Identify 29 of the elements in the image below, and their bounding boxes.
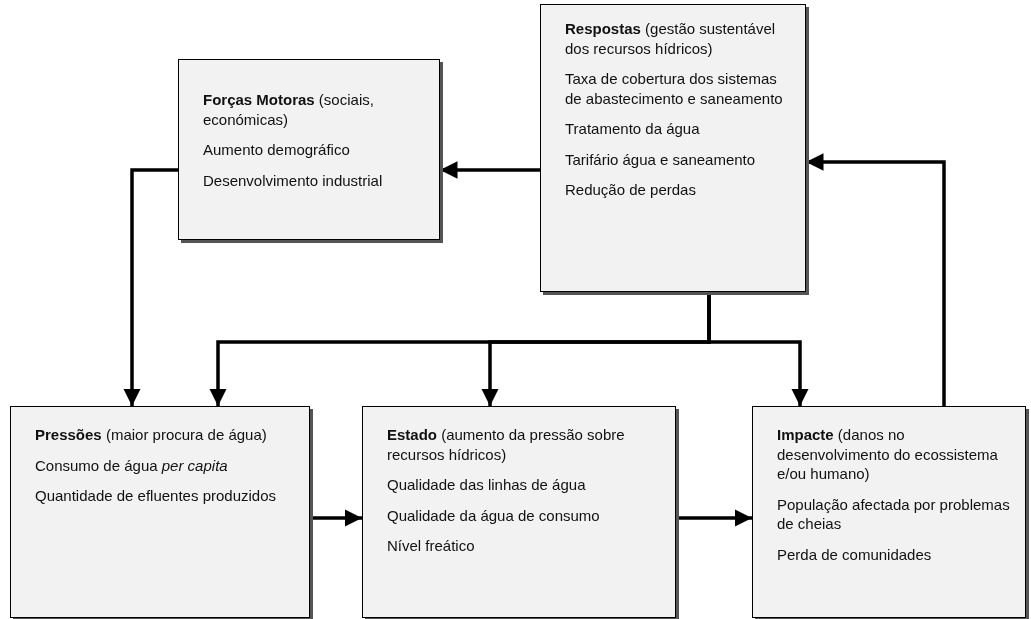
box-heading: Forças Motoras (sociais, económicas) (203, 90, 375, 129)
indicator-text: Tarifário água e saneamento (565, 149, 757, 169)
arrow (676, 509, 752, 527)
indicator-text: Quantidade de efluentes produzidos (35, 486, 277, 506)
box-heading: Estado (aumento da pressão sobre recursos hídricos) (387, 425, 626, 464)
arrow (440, 161, 540, 179)
arrow (806, 153, 946, 406)
indicator-text: Qualidade da água de consumo (387, 505, 601, 525)
indicator-text: Tratamento da água (565, 119, 701, 139)
arrow (123, 168, 178, 406)
arrow (310, 509, 362, 527)
indicator-text: População afectada por problemas de cheias (777, 494, 1011, 534)
indicator-text: Qualidade das linhas de água (387, 475, 587, 495)
indicator-text: Nível freático (387, 536, 476, 556)
text-box (362, 406, 676, 618)
indicator-text: Aumento demográfico (203, 140, 351, 160)
box-heading: Impacte (danos no desenvolvimento do ecossistema e/ou humano) (777, 425, 999, 484)
box-heading: Pressões (maior procura de água) (35, 425, 268, 445)
box-heading: Respostas (gestão sustentável dos recursos hídricos) (565, 19, 777, 58)
indicator-text: Redução de perdas (565, 180, 697, 200)
text-box (540, 4, 806, 292)
text-box (178, 59, 440, 240)
text-box (752, 406, 1026, 618)
indicator-text: Consumo de água per capita (35, 455, 229, 475)
arrow (707, 292, 809, 406)
text-box (10, 406, 310, 618)
indicator-text: Perda de comunidades (777, 544, 933, 564)
indicator-text: Desenvolvimento industrial (203, 170, 384, 190)
indicator-text: Taxa de cobertura dos sistemas de abastecimento e saneamento (565, 69, 784, 108)
